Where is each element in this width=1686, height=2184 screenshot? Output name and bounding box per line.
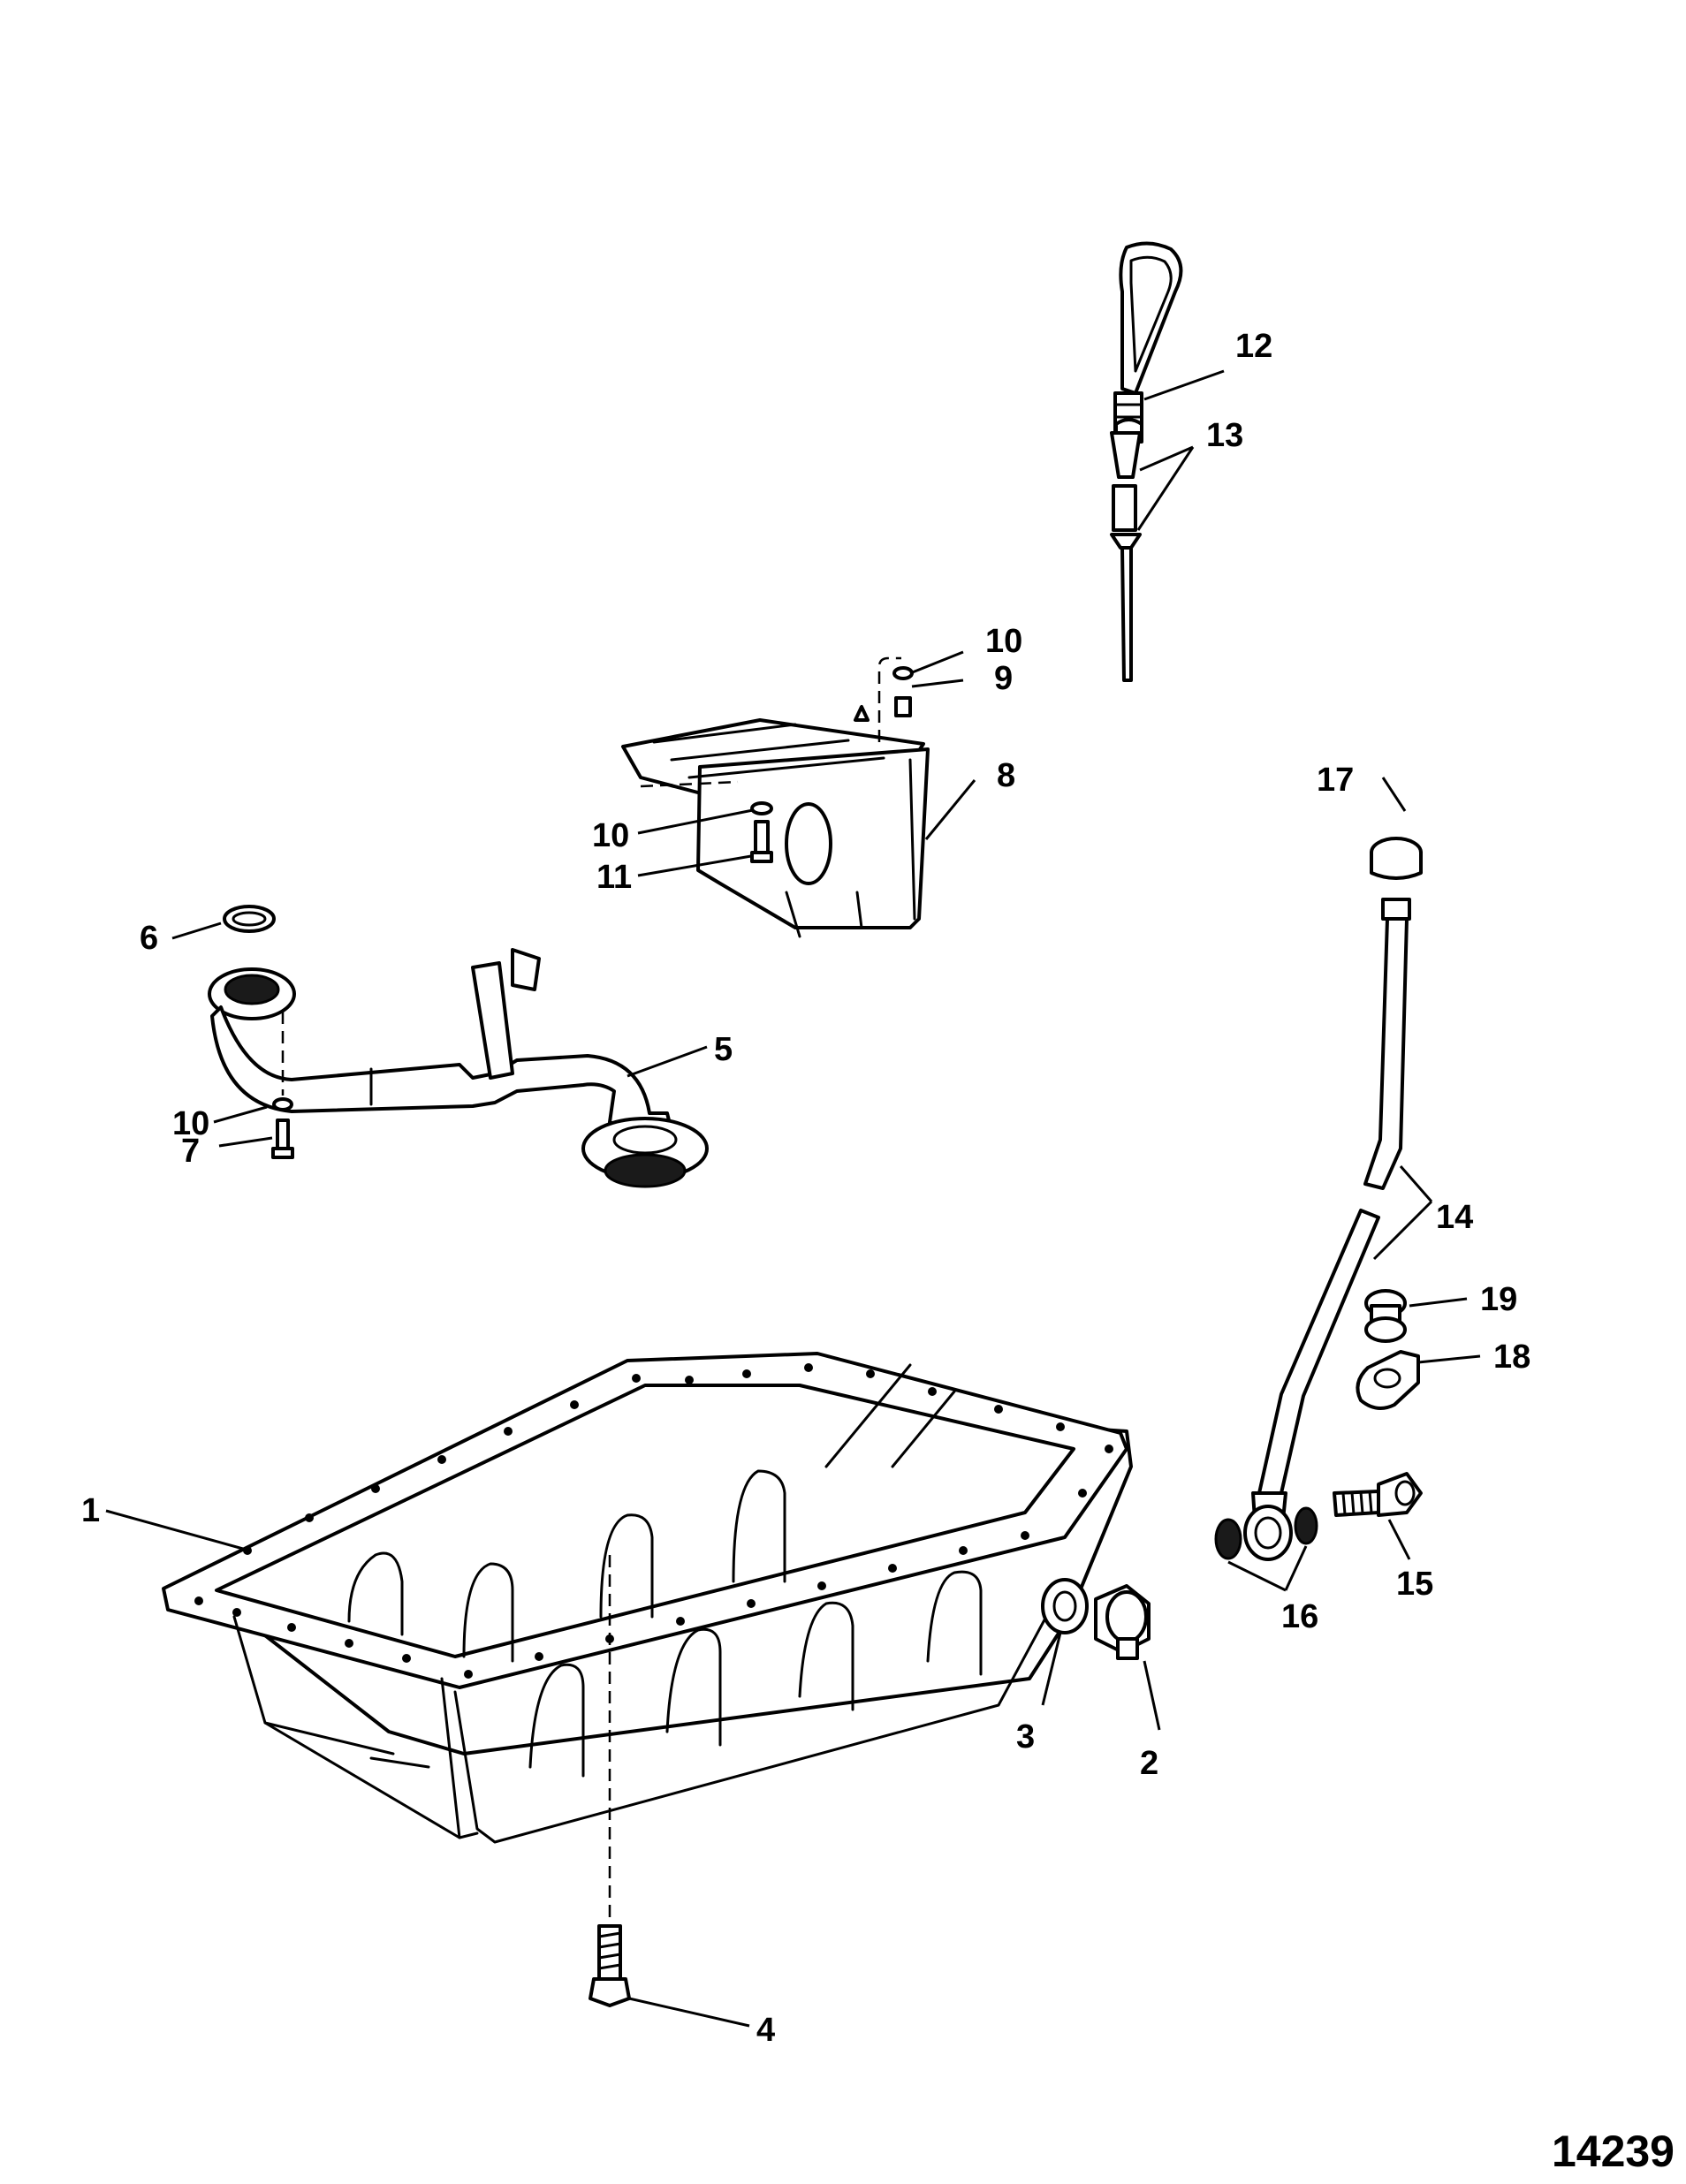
callout-11: 11: [596, 859, 632, 896]
pickup-o-ring: [223, 905, 276, 933]
callout-8: 8: [997, 757, 1015, 794]
windage-tray: [621, 718, 930, 938]
drain-plug: [1041, 1578, 1151, 1660]
grommet: [1364, 1289, 1407, 1343]
callout-17: 17: [1317, 762, 1354, 799]
callout-2: 2: [1140, 1745, 1158, 1782]
leader-lines: [105, 369, 1481, 2028]
dipstick-guide-tube: [1251, 898, 1411, 1521]
tray-upper-bolt: [854, 656, 914, 742]
oil-pan: [162, 1352, 1133, 1844]
callout-9: 9: [994, 660, 1013, 697]
callout-14: 14: [1436, 1199, 1473, 1236]
callout-10-middle: 10: [592, 817, 629, 854]
banjo-bolt: [1333, 1472, 1423, 1517]
callout-5: 5: [714, 1031, 733, 1068]
callout-10-top: 10: [985, 623, 1022, 660]
tube-clamp: [1356, 1350, 1420, 1410]
callout-6: 6: [140, 920, 158, 957]
tray-lower-bolt: [640, 780, 773, 863]
callout-15: 15: [1396, 1566, 1433, 1603]
callout-10-lower: 10: [172, 1105, 209, 1142]
callout-1: 1: [81, 1492, 100, 1529]
dipstick: [1113, 241, 1183, 444]
callout-16: 16: [1281, 1598, 1318, 1635]
oil-pickup-tube: [208, 948, 709, 1188]
callout-3: 3: [1016, 1718, 1035, 1756]
figure-number: 14239: [1552, 2127, 1675, 2176]
fitting-washers: [1214, 1505, 1318, 1561]
callout-18: 18: [1493, 1338, 1530, 1376]
callout-7: 7: [181, 1133, 200, 1170]
pickup-bolt: [271, 1012, 294, 1159]
callout-4: 4: [756, 2012, 775, 2049]
callout-13: 13: [1206, 417, 1243, 454]
callout-19: 19: [1480, 1281, 1517, 1318]
pan-bolt: [589, 1555, 631, 2007]
fill-cap: [1370, 837, 1423, 880]
callout-labels: 1 2 3 4 5 6 7 8 9 10 10 10 11 12 13 14 1…: [81, 328, 1530, 2049]
callout-12: 12: [1235, 328, 1272, 365]
dipstick-tube-segments: [1110, 431, 1142, 682]
